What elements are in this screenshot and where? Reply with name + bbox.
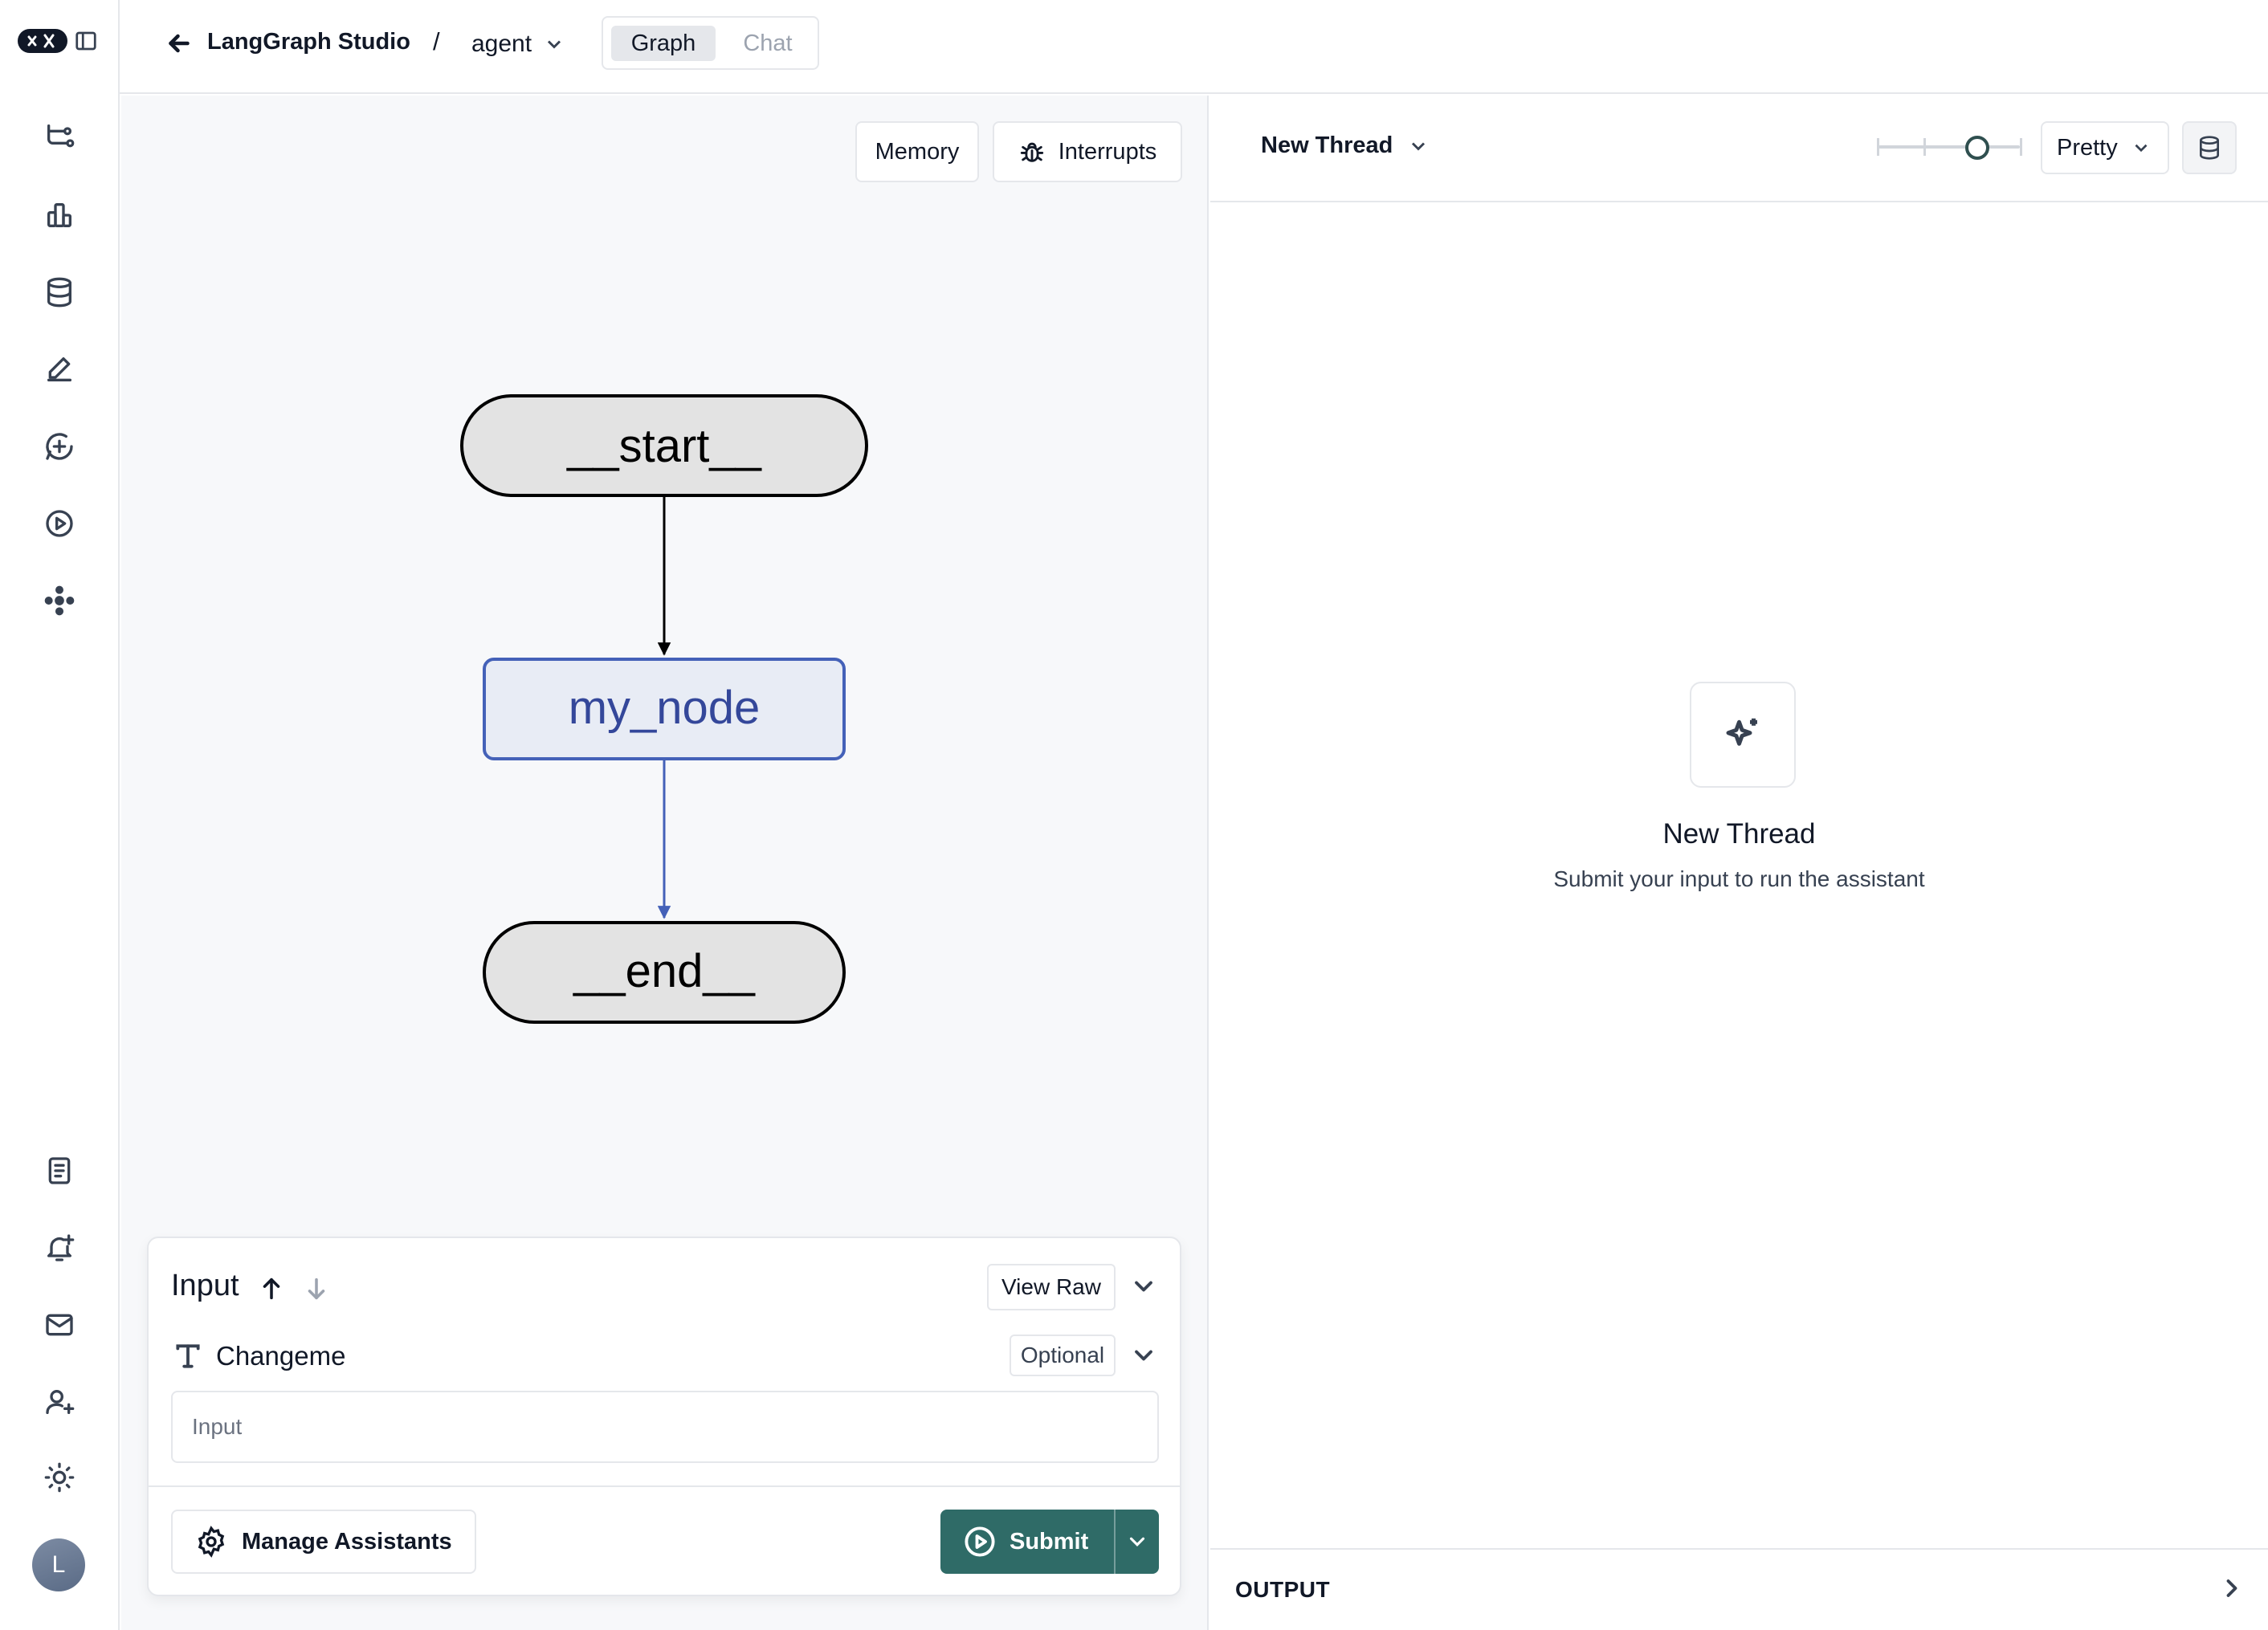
top-bar: LangGraph Studio / agent Graph Chat <box>120 0 2268 94</box>
graph-tree-icon[interactable] <box>35 112 84 161</box>
sparkle-icon <box>1690 682 1796 788</box>
memory-label: Memory <box>875 138 960 165</box>
graph-select-value: agent <box>471 31 532 57</box>
slider-tick <box>2020 138 2022 156</box>
mail-icon[interactable] <box>35 1301 84 1349</box>
tab-graph[interactable]: Graph <box>611 26 716 61</box>
thread-panel: New Thread Pretty New Thread Submit your… <box>1210 96 2268 1630</box>
submit-options-chevron-icon[interactable] <box>1116 1510 1159 1574</box>
input-panel: Input View Raw Changeme Optional Manage … <box>147 1237 1181 1596</box>
chevron-down-icon <box>548 40 561 49</box>
graph-node-label-start: __start__ <box>566 420 762 472</box>
changeme-input[interactable] <box>171 1391 1159 1463</box>
thread-select-label: New Thread <box>1261 132 1393 158</box>
pencil-icon[interactable] <box>35 345 84 393</box>
chevron-down-icon <box>2135 144 2148 153</box>
message-plus-icon[interactable] <box>35 422 84 471</box>
input-panel-title: Input <box>171 1269 239 1302</box>
manage-assistants-label: Manage Assistants <box>242 1528 452 1555</box>
graph-node-label-end: __end__ <box>573 945 756 997</box>
avatar[interactable]: L <box>32 1538 85 1591</box>
deployments-icon[interactable] <box>35 577 84 625</box>
slider-tick <box>1877 138 1879 156</box>
gear-icon <box>198 1526 225 1558</box>
thread-select[interactable]: New Thread <box>1261 132 1430 159</box>
format-select[interactable]: Pretty <box>2041 121 2169 174</box>
text-type-icon <box>173 1341 203 1371</box>
sidebar-toggle-icon[interactable] <box>74 29 100 55</box>
app-title[interactable]: LangGraph Studio <box>207 29 410 55</box>
submit-button[interactable]: Submit <box>940 1510 1114 1574</box>
graph-diagram: __start__ my_node __end__ <box>460 394 868 1024</box>
database-icon <box>2200 136 2219 160</box>
database-icon[interactable] <box>35 268 84 316</box>
memory-button[interactable]: Memory <box>855 121 979 182</box>
chevron-right-icon[interactable] <box>2217 1574 2250 1606</box>
optional-badge: Optional <box>1010 1335 1116 1376</box>
submit-button-group: Submit <box>940 1510 1159 1574</box>
collapse-input-chevron-icon[interactable] <box>1129 1272 1158 1301</box>
field-expand-chevron-icon[interactable] <box>1129 1341 1158 1370</box>
bar-chart-icon[interactable] <box>35 191 84 239</box>
bell-plus-icon[interactable] <box>35 1224 84 1272</box>
output-bar[interactable]: OUTPUT <box>1210 1548 2268 1630</box>
graph-node-my-node[interactable]: my_node <box>483 658 846 760</box>
back-arrow-icon[interactable] <box>165 29 197 61</box>
submit-label: Submit <box>1010 1528 1089 1555</box>
play-circle-icon[interactable] <box>35 499 84 548</box>
thread-header: New Thread Pretty <box>1210 96 2268 202</box>
view-toggle: Graph Chat <box>602 16 819 70</box>
panel-divider <box>149 1485 1180 1487</box>
document-icon[interactable] <box>35 1147 84 1195</box>
graph-node-start[interactable]: __start__ <box>460 394 868 497</box>
format-select-value: Pretty <box>2057 134 2118 161</box>
output-label: OUTPUT <box>1235 1577 1331 1602</box>
sun-icon[interactable] <box>35 1453 84 1502</box>
state-database-button[interactable] <box>2182 121 2237 174</box>
slider-thumb[interactable] <box>1965 136 1989 160</box>
manage-assistants-button[interactable]: Manage Assistants <box>171 1510 476 1574</box>
interrupts-button[interactable]: Interrupts <box>993 121 1182 182</box>
breadcrumb-separator: / <box>433 27 440 55</box>
bug-icon <box>1020 142 1043 162</box>
submit-divider <box>1114 1510 1116 1574</box>
slider-tick <box>1923 138 1926 156</box>
user-plus-icon[interactable] <box>35 1378 84 1426</box>
left-rail: L <box>0 0 120 1630</box>
empty-state-title: New Thread <box>1662 818 1816 850</box>
graph-node-end[interactable]: __end__ <box>483 921 846 1024</box>
arrow-up-icon[interactable] <box>258 1275 285 1302</box>
view-raw-button[interactable]: View Raw <box>987 1264 1116 1310</box>
slider-track <box>1878 145 2020 149</box>
graph-select[interactable]: agent <box>471 24 565 64</box>
history-slider[interactable] <box>1875 128 2025 168</box>
interrupts-label: Interrupts <box>1058 138 1157 165</box>
chevron-down-icon <box>1412 141 1426 151</box>
field-name-label: Changeme <box>216 1341 346 1371</box>
play-circle-icon <box>965 1526 995 1557</box>
arrow-down-icon[interactable] <box>303 1275 330 1302</box>
empty-state-subtitle: Submit your input to run the assistant <box>1553 866 1925 891</box>
tab-chat[interactable]: Chat <box>743 30 793 56</box>
langchain-logo[interactable] <box>18 29 67 53</box>
graph-node-label-my-node: my_node <box>569 682 761 734</box>
